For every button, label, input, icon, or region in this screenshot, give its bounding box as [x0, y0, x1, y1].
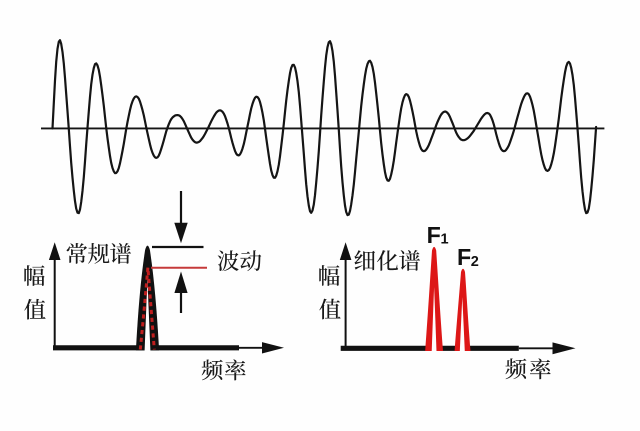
svg-text:2: 2	[471, 254, 479, 270]
svg-text:F: F	[427, 222, 441, 248]
svg-text:F: F	[457, 244, 471, 270]
svg-text:1: 1	[441, 232, 449, 248]
